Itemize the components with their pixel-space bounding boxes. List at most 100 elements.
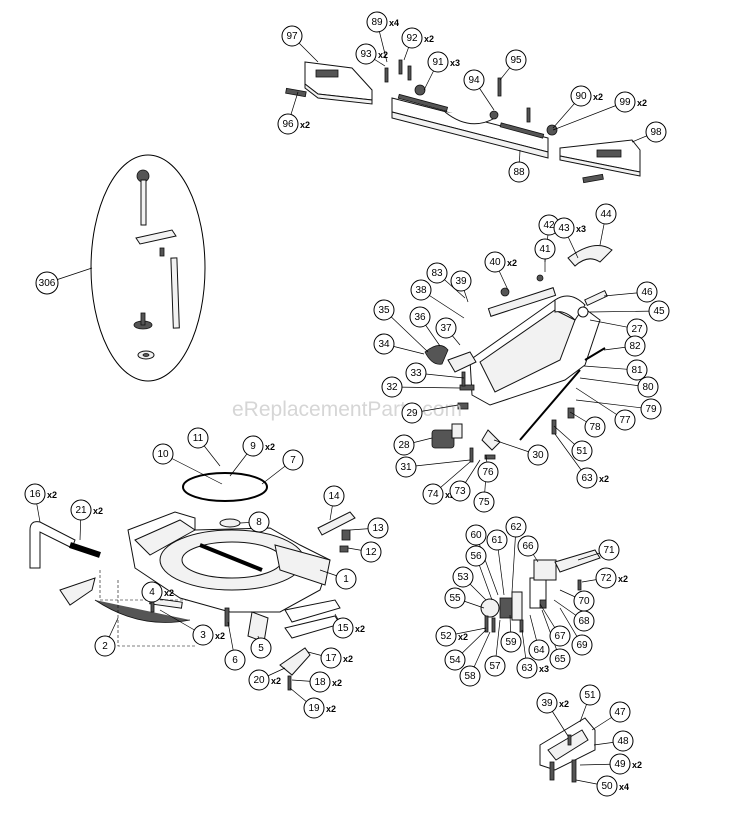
callout-circle xyxy=(465,524,487,546)
callout-14: 14 xyxy=(323,485,345,507)
callout-circle xyxy=(332,617,354,639)
callout-number: 81 xyxy=(631,365,643,376)
callout-circle xyxy=(486,529,508,551)
callout-circle xyxy=(645,121,667,143)
callout-circle xyxy=(410,279,432,301)
callout-number: 46 xyxy=(641,287,653,298)
callout-number: 47 xyxy=(614,707,626,718)
callout-83: 83 xyxy=(426,262,448,284)
callout-quantity: x2 xyxy=(424,34,434,44)
callout-number: 15 xyxy=(337,623,349,634)
callout-44: 44 xyxy=(595,203,617,225)
callout-quantity: x2 xyxy=(618,574,628,584)
callout-quantity: x2 xyxy=(378,50,388,60)
callout-57: 57 xyxy=(484,655,506,677)
callout-circle xyxy=(335,568,357,590)
callout-circle xyxy=(614,91,636,113)
callout-circle xyxy=(465,545,487,567)
callout-circle xyxy=(614,409,636,431)
callout-56: 56 xyxy=(465,545,487,567)
callout-circle xyxy=(152,443,174,465)
callout-number: 10 xyxy=(157,449,169,460)
callout-38: 38 xyxy=(410,279,432,301)
callout-54: 54 xyxy=(444,649,466,671)
callout-number: 66 xyxy=(522,541,534,552)
callout-quantity: x4 xyxy=(389,18,399,28)
callout-number: 9 xyxy=(250,441,256,452)
callout-number: 95 xyxy=(510,55,522,66)
callout-number: 21 xyxy=(75,505,87,516)
callout-number: 51 xyxy=(584,690,596,701)
callout-number: 19 xyxy=(308,703,320,714)
callout-number: 4 xyxy=(149,587,155,598)
callout-306: 306 xyxy=(35,271,59,295)
callout-circle xyxy=(637,376,659,398)
callout-circle xyxy=(409,306,431,328)
hold-down-clamp-drawing xyxy=(90,154,206,382)
callout-95: 95 xyxy=(505,49,527,71)
callout-34: 34 xyxy=(373,333,395,355)
callout-number: 35 xyxy=(378,305,390,316)
callout-circle xyxy=(395,456,417,478)
callout-quantity: x2 xyxy=(593,92,603,102)
callout-7: 7 xyxy=(282,449,304,471)
callout-64: 64 xyxy=(528,639,550,661)
callout-circle xyxy=(484,251,506,273)
callout-quantity: x2 xyxy=(599,474,609,484)
callout-number: 16 xyxy=(29,489,41,500)
callout-number: 70 xyxy=(578,596,590,607)
callout-number: 72 xyxy=(600,573,612,584)
callout-quantity: x2 xyxy=(637,98,647,108)
callout-circle xyxy=(70,499,92,521)
callout-61: 61 xyxy=(486,529,508,551)
callout-number: 99 xyxy=(619,97,631,108)
callout-41: 41 xyxy=(534,238,556,260)
callout-circle xyxy=(576,467,598,489)
callout-circle xyxy=(528,639,550,661)
callout-circle xyxy=(444,587,466,609)
callout-circle xyxy=(505,516,527,538)
callout-circle xyxy=(640,398,662,420)
callout-circle xyxy=(450,270,472,292)
callout-circle xyxy=(277,113,299,135)
callout-97: 97 xyxy=(281,25,303,47)
callout-number: 40 xyxy=(489,257,501,268)
callout-47: 47 xyxy=(609,701,631,723)
callout-76: 76 xyxy=(477,461,499,483)
callout-circle xyxy=(463,69,485,91)
callout-46: 46 xyxy=(636,281,658,303)
callout-circle xyxy=(534,238,556,260)
callout-leader-80 xyxy=(579,377,649,388)
callout-circle xyxy=(508,161,530,183)
callout-98: 98 xyxy=(645,121,667,143)
callout-number: 48 xyxy=(617,736,629,747)
callout-circle xyxy=(516,657,538,679)
callout-66: 66 xyxy=(517,535,539,557)
callout-5: 5 xyxy=(250,637,272,659)
callout-number: 77 xyxy=(619,415,631,426)
callout-quantity: x2 xyxy=(265,442,275,452)
callout-number: 1 xyxy=(343,574,349,585)
callout-number: 42 xyxy=(543,220,555,231)
callout-number: 41 xyxy=(539,244,551,255)
callout-number: 89 xyxy=(371,17,383,28)
callout-94: 94 xyxy=(463,69,485,91)
callout-leader-79 xyxy=(575,399,652,410)
callout-quantity: x2 xyxy=(332,678,342,688)
callout-quantity: x2 xyxy=(271,676,281,686)
callout-79: 79 xyxy=(640,398,662,420)
callout-6: 6 xyxy=(224,649,246,671)
callout-number: 71 xyxy=(603,545,615,556)
callout-69: 69 xyxy=(571,634,593,656)
callout-circle xyxy=(571,440,593,462)
callout-number: 50 xyxy=(601,781,613,792)
callout-circle xyxy=(187,427,209,449)
callout-number: 20 xyxy=(253,675,265,686)
callout-number: 83 xyxy=(431,268,443,279)
callout-number: 6 xyxy=(232,655,238,666)
callout-circle xyxy=(626,359,648,381)
callout-55: 55 xyxy=(444,587,466,609)
